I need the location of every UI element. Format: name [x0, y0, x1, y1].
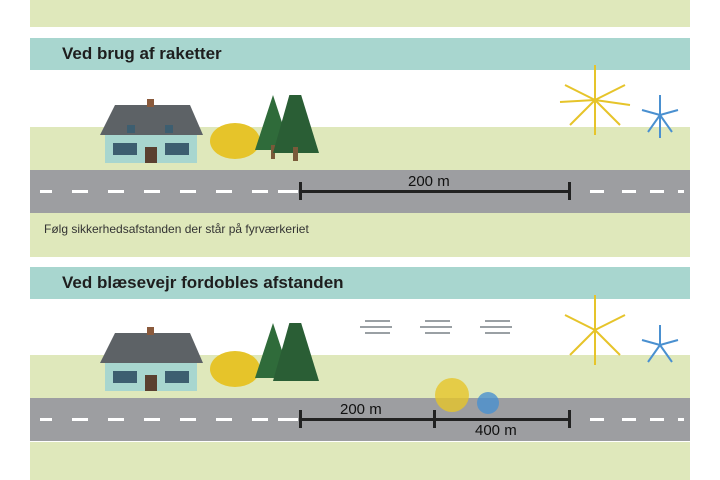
- section1-header: Ved brug af raketter: [30, 38, 690, 70]
- section2-header: Ved blæsevejr fordobles afstanden: [30, 267, 690, 299]
- distance-bar: [300, 190, 570, 193]
- distance-label: 200 m: [408, 173, 450, 190]
- section1-note-area: Følg sikkerhedsafstanden der står på fyr…: [30, 213, 690, 257]
- fireworks-illustration: [564, 295, 679, 365]
- section2-road: 200 m 400 m: [30, 378, 690, 441]
- safety-note: Følg sikkerhedsafstanden der står på fyr…: [44, 222, 309, 236]
- top-grass-strip: [30, 0, 690, 27]
- house-trees-illustration: [100, 323, 319, 391]
- fireworks-illustration: [559, 65, 679, 138]
- distance-label-400: 400 m: [475, 422, 517, 439]
- small-fireworks-icon: [435, 378, 499, 414]
- house-trees-illustration: [100, 95, 319, 163]
- section1-road: 200 m: [30, 170, 690, 213]
- distance-label-200: 200 m: [340, 401, 382, 418]
- bottom-grass: [30, 442, 690, 480]
- wind-icons: [360, 320, 512, 334]
